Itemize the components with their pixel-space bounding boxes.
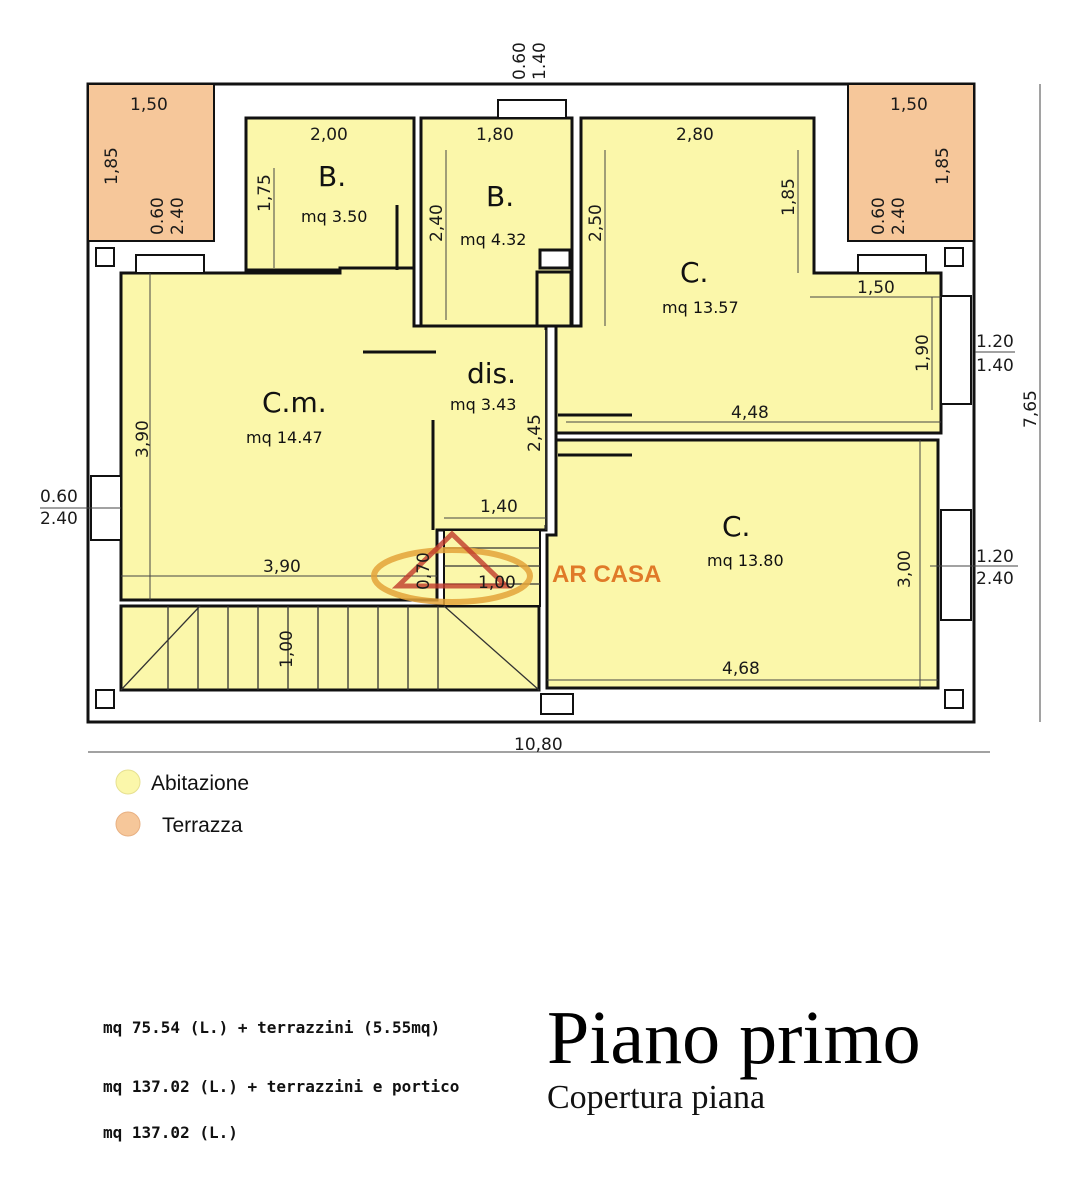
dim-total-h: 7,65	[1021, 390, 1041, 428]
plan-title: Piano primo	[547, 996, 921, 1080]
stair-treads	[120, 547, 540, 691]
dim-window-top-a: 0.60	[510, 42, 530, 80]
summary-line-2: mq 137.02 (L.) + terrazzini e portico	[103, 1077, 459, 1096]
dim-c1-h: 1,85	[779, 178, 799, 216]
dim-c2-h: 3,00	[895, 550, 915, 588]
legend-swatch-abitazione	[115, 769, 141, 795]
room-camera2	[545, 438, 940, 690]
dim-c1-w: 2,80	[676, 125, 714, 145]
dim-window-r1-a: 1.20	[976, 332, 1014, 352]
dim-window-top-b: 1.40	[530, 42, 550, 80]
legend: Abitazione Terrazza	[115, 769, 249, 837]
room-name-bagno2: B.	[486, 180, 514, 213]
dim-window-r2-b: 2.40	[976, 569, 1014, 589]
dim-stair-bottom: 1,00	[277, 630, 297, 668]
room-area-camera2: mq 13.80	[707, 551, 784, 570]
dim-window-tr-b: 2.40	[889, 197, 909, 235]
room-name-disimpegno: dis.	[467, 357, 516, 390]
room-name-camera2: C.	[722, 510, 750, 543]
dim-window-l-b: 2.40	[40, 509, 78, 529]
dimension-lines	[40, 84, 1041, 753]
dim-stair-v: 0,70	[414, 552, 434, 590]
dim-terrace-left-h: 1,85	[102, 147, 122, 185]
pillars	[95, 247, 964, 715]
dim-b2-w: 1,80	[476, 125, 514, 145]
plan-subtitle: Copertura piana	[547, 1079, 765, 1116]
dim-window-tl-b: 2.40	[168, 197, 188, 235]
dim-window-r2-a: 1.20	[976, 547, 1014, 567]
logo: AR CASA	[371, 530, 661, 605]
legend-label-terrazza: Terrazza	[162, 814, 243, 837]
room-stairs	[119, 604, 541, 692]
dim-window-tl-a: 0.60	[148, 197, 168, 235]
dim-window-tr-a: 0.60	[869, 197, 889, 235]
dim-c1-side: 1,90	[913, 334, 933, 372]
room-camera1	[554, 116, 943, 435]
terrace-right	[847, 83, 975, 242]
dim-cm-h: 3,90	[133, 420, 153, 458]
dim-c1-bottom: 4,48	[731, 403, 769, 423]
dim-terrace-left-w: 1,50	[130, 95, 168, 115]
dim-total-w: 10,80	[514, 735, 563, 755]
dim-c1-h2: 2,50	[586, 204, 606, 242]
logo-text: AR CASA	[552, 561, 661, 588]
dim-b1-w: 2,00	[310, 125, 348, 145]
room-area-camera-matrimoniale: mq 14.47	[246, 428, 323, 447]
dim-stair-mid: 1,00	[478, 573, 516, 593]
dim-terrace-right-h: 1,85	[933, 147, 953, 185]
legend-swatch-terrazza	[115, 811, 141, 837]
dim-dis-h: 2,45	[525, 414, 545, 452]
dim-c2-w: 4,68	[722, 659, 760, 679]
dim-c1-step: 1,50	[857, 278, 895, 298]
room-disimpegno	[440, 330, 545, 525]
room-name-camera-matrimoniale: C.m.	[262, 386, 327, 419]
room-area-bagno2: mq 4.32	[460, 230, 526, 249]
dim-stair-top: 1,40	[480, 497, 518, 517]
dim-window-r1-b: 1.40	[976, 356, 1014, 376]
room-area-bagno1: mq 3.50	[301, 207, 367, 226]
interior-walls	[363, 205, 632, 530]
dim-b1-h: 1,75	[255, 174, 275, 212]
dim-window-l-a: 0.60	[40, 487, 78, 507]
dim-b2-h: 2,40	[427, 204, 447, 242]
dim-terrace-right-w: 1,50	[890, 95, 928, 115]
room-area-camera1: mq 13.57	[662, 298, 739, 317]
room-area-disimpegno: mq 3.43	[450, 395, 516, 414]
room-name-camera1: C.	[680, 256, 708, 289]
summary-line-3: mq 137.02 (L.)	[103, 1123, 238, 1142]
summary-line-1: mq 75.54 (L.) + terrazzini (5.55mq)	[103, 1018, 440, 1037]
legend-label-abitazione: Abitazione	[151, 772, 249, 795]
terrace-left	[87, 83, 215, 242]
room-name-bagno1: B.	[318, 160, 346, 193]
dim-cm-w: 3,90	[263, 557, 301, 577]
